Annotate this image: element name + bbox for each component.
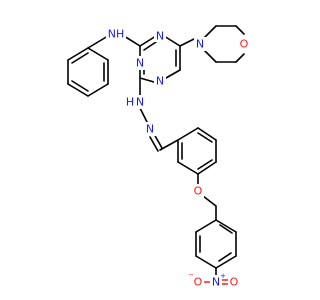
nitrophenyl-double-bond <box>219 224 233 234</box>
nitro-o-charge: − <box>188 271 194 279</box>
ch-ring-bond <box>159 139 179 151</box>
phenyl-double-bond <box>71 52 89 64</box>
triazine-n-label: N <box>156 75 164 88</box>
triazine-bond <box>165 69 181 79</box>
hydrazone-h-label: H <box>126 96 134 109</box>
nitrophenyl-bond <box>215 219 237 233</box>
imine-double-bond <box>153 133 163 149</box>
ether-ch2-bond <box>202 195 217 207</box>
ether-o-label: O <box>194 185 203 198</box>
triazine-bond <box>139 77 155 83</box>
triazine-morpholine-bond <box>179 37 197 47</box>
phenyl-bond <box>87 83 109 97</box>
nitrophenyl-bond <box>195 255 217 269</box>
phenyl-bond <box>67 83 89 97</box>
nitro-o-label: O <box>194 276 203 289</box>
benzene-bond <box>177 161 199 175</box>
nitro-n-label: N <box>212 276 220 289</box>
nh-label: NH <box>108 28 125 41</box>
benzene-double-bond <box>197 159 213 170</box>
bond-layer <box>67 25 245 285</box>
nitrophenyl-bond <box>195 219 217 233</box>
phenyl-nh-bond <box>87 35 109 49</box>
triazine-n-label: N <box>136 57 144 70</box>
phenyl-bond <box>87 47 109 61</box>
morpholine-bond <box>203 25 217 39</box>
chemical-structure: NH N N N N O H N N O N + O − <box>67 25 250 289</box>
morpholine-o-label: O <box>240 38 249 51</box>
benzene-bond <box>177 127 199 141</box>
triazine-n-label: N <box>156 30 164 43</box>
triazine-bond <box>163 35 181 47</box>
imine-double-bond <box>149 136 159 152</box>
morpholine-bond <box>235 53 245 63</box>
phenyl-double-bond <box>71 80 89 92</box>
nitro-o-label: O <box>230 276 239 289</box>
triazine-bond <box>139 35 157 47</box>
morpholine-n-label: N <box>196 38 204 51</box>
nh-triazine-bond <box>123 35 141 47</box>
benzene-double-bond <box>197 132 213 143</box>
benzene-bond <box>197 127 217 141</box>
hydrazone-n-label: N <box>136 96 144 109</box>
phenyl-bond <box>67 47 89 61</box>
imine-n-label: N <box>146 123 154 136</box>
benzene-bond <box>197 161 217 175</box>
hydrazine-bond <box>139 107 149 125</box>
triazine-double-bond <box>143 41 157 51</box>
nitro-n-charge: + <box>220 272 226 280</box>
morpholine-bond <box>203 49 217 63</box>
morpholine-bond <box>235 25 245 35</box>
nitrophenyl-bond <box>215 255 237 269</box>
nitrophenyl-double-bond <box>218 252 232 262</box>
atom-layer: NH N N N N O H N N O N + O − <box>106 26 250 289</box>
